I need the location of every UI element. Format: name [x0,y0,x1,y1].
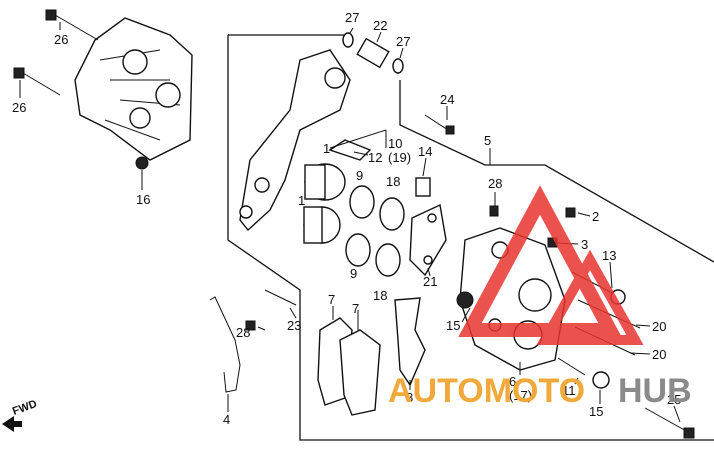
callout-18-lower: 18 [373,288,387,303]
pad-spring-8 [394,297,426,387]
callout-24: 24 [440,92,454,107]
callout-28-lower: 28 [236,325,250,340]
callout-7-right: 7 [352,301,359,316]
leader-lines [19,22,681,423]
seal-9-lower [345,233,371,267]
screw-28-lower [245,320,256,331]
watermark-text: AUTOMOTO HUB [388,372,692,410]
callout-21: 21 [423,274,437,289]
callout-12: 12 [368,150,382,165]
piston-1-upper [304,163,346,201]
callout-13: 13 [602,248,616,263]
seal-18-upper [379,197,405,231]
bolt-25 [644,407,695,439]
callout-2: 2 [592,209,599,224]
screw-2 [565,207,576,218]
washer-15-right [592,371,610,389]
callout-26-lower: 26 [12,100,26,115]
callout-15-left: 15 [446,318,460,333]
watermark-text-orange: AUTOMOTO [388,372,585,410]
spring-clip-4 [209,296,241,393]
pin-24 [424,114,455,135]
watermark-triangle-large [458,185,622,337]
callout-27-right: 27 [396,34,410,49]
pin-23 [264,289,297,306]
callout-23: 23 [287,318,301,333]
callout-labels: 26 26 16 27 22 27 24 5 1 1 12 10(19) 14 … [12,10,681,427]
callout-6-17: 6(17) [509,374,532,403]
callout-26-upper: 26 [54,32,68,47]
bolt-11 [557,357,586,376]
callout-14: 14 [418,144,432,159]
callout-11: 11 [562,383,576,398]
callout-5: 5 [484,133,491,148]
washer-27-right [392,58,404,74]
bracket-21 [409,203,447,277]
clip-12 [328,139,372,161]
brake-pad-7-right [339,329,381,416]
callout-1-upper: 1 [323,141,330,156]
callout-10-19: 10(19) [388,136,411,165]
caliper-bracket [239,49,351,232]
boot-22 [356,37,390,69]
seal-9-upper [349,185,375,219]
screw-28-upper [489,205,499,217]
bolt-26-upper [45,9,99,41]
callout-25: 25 [667,392,681,407]
callout-20-upper: 20 [652,319,666,334]
assembly-frame [227,34,714,441]
washer-27-left [342,32,354,48]
fwd-label: FWD [11,398,39,418]
callout-16: 16 [136,192,150,207]
watermark-text-gray: HUB [618,372,692,410]
callout-3: 3 [581,237,588,252]
callout-1-lower: 1 [298,193,305,208]
callout-7-left: 7 [328,292,335,307]
callout-4: 4 [223,412,230,427]
callout-9-upper: 9 [356,168,363,183]
bleed-valve-14 [415,177,431,197]
callout-8: 8 [406,390,413,405]
forward-direction-indicator: FWD [2,398,39,432]
bolt-26-lower [13,67,61,96]
callout-15-right: 15 [589,404,603,419]
callout-28-upper: 28 [488,176,502,191]
caliper-body-16 [74,17,193,170]
watermark-logo [458,185,644,345]
forward-arrow-icon [2,416,22,432]
watermark-triangle-small [536,249,644,345]
piston-1-lower [303,206,341,244]
callout-27-left: 27 [345,10,359,25]
callout-20-lower: 20 [652,347,666,362]
callout-22: 22 [373,18,387,33]
callout-18-upper: 18 [386,174,400,189]
callout-9-lower: 9 [350,266,357,281]
seal-18-lower [375,243,401,277]
